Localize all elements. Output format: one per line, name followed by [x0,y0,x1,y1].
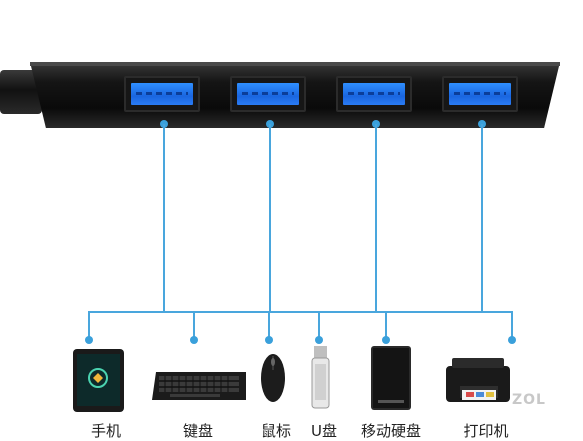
watermark: ZOL [512,392,546,408]
label-udisk: U盘 [311,422,337,440]
drop-dot-phone [85,336,93,344]
label-phone: 手机 [90,422,122,440]
keyboard-icon [152,372,246,400]
drop-line-mouse [268,311,270,339]
port-line-4 [481,124,483,312]
usb-port-1 [124,76,200,112]
usb-port-3 [336,76,412,112]
usb-drive-icon [311,346,330,409]
label-printer: 打印机 [463,422,509,440]
label-keyboard: 键盘 [182,422,214,440]
label-hdd: 移动硬盘 [360,422,422,440]
drop-line-udisk [318,311,320,339]
port-line-3 [375,124,377,312]
usb-port-4 [442,76,518,112]
hard-drive-icon [371,346,411,410]
bus-line [88,311,512,313]
drop-dot-printer [508,336,516,344]
drop-dot-mouse [265,336,273,344]
drop-line-keyboard [193,311,195,339]
printer-icon [446,358,510,402]
drop-dot-keyboard [190,336,198,344]
usb-port-2 [230,76,306,112]
label-mouse: 鼠标 [260,422,292,440]
port-line-2 [269,124,271,312]
mouse-icon [261,354,285,402]
port-line-1 [163,124,165,312]
drop-line-phone [88,311,90,339]
drop-dot-udisk [315,336,323,344]
drop-line-printer [511,311,513,339]
phone-icon [73,349,124,412]
hub-top-edge [30,62,560,66]
drop-line-hdd [385,311,387,339]
drop-dot-hdd [382,336,390,344]
